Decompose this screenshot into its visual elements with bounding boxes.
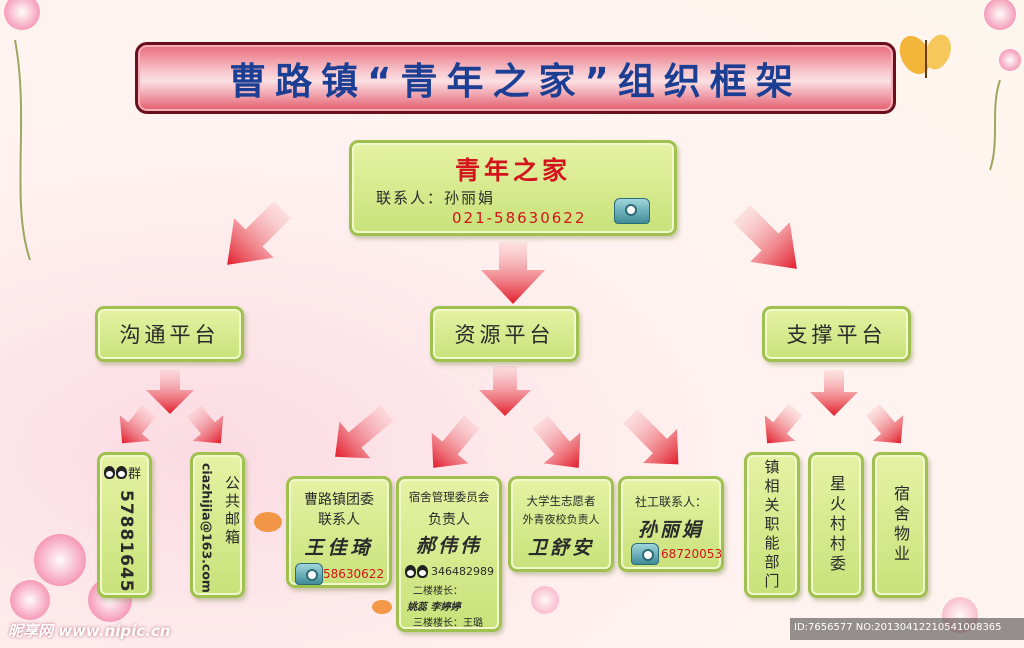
platform-resource: 资源平台 [430, 306, 579, 362]
qq-icon [116, 466, 127, 479]
qq-group-box: 群 57881645 [97, 452, 152, 598]
page-title: 曹路镇“青年之家”组织框架 [229, 60, 802, 103]
watermark-logo: 昵享网 www.nipic.cn [8, 622, 171, 640]
image-id-strip: ID:7656577 NO:20130412210541008365 [790, 618, 1024, 640]
arrow-icon [532, 415, 581, 468]
root-phone: 021-58630622 [452, 209, 587, 227]
support-property-box: 宿舍物业 [872, 452, 928, 598]
qq-group-number: 57881645 [116, 489, 136, 593]
arrow-icon [146, 370, 194, 414]
dorm-committee-box: 宿舍管理委员会 负责人 郝伟伟 346482989 二楼楼长： 姚蕊 李婷婷 三… [396, 476, 502, 632]
root-node: 青年之家 联系人：孙丽娟 021-58630622 [349, 140, 677, 236]
social-worker-box: 社工联系人： 孙丽娟 68720053 [618, 476, 724, 572]
qq-icon [104, 466, 115, 479]
public-email-address: ciazhijia@163.com [199, 463, 215, 593]
telephone-icon [614, 198, 650, 224]
arrow-icon [479, 366, 531, 416]
floor2-names: 姚蕊 李婷婷 [407, 602, 461, 613]
qq-group-label: 群 [104, 463, 141, 482]
arrow-icon [865, 403, 904, 444]
public-email-label: 公共邮箱 [223, 475, 241, 547]
social-worker-name: 孙丽娟 [637, 519, 704, 541]
platform-support: 支撑平台 [762, 306, 911, 362]
platform-communication: 沟通平台 [95, 306, 244, 362]
telephone-icon [631, 543, 659, 565]
arrow-icon [810, 370, 858, 416]
arrow-icon [623, 409, 679, 465]
youth-league-phone: 58630622 [323, 567, 385, 581]
youth-league-box: 曹路镇团委 联系人 王佳琦 58630622 [286, 476, 392, 588]
arrow-icon [481, 242, 545, 304]
support-village-box: 星火村村委 [808, 452, 864, 598]
volunteer-head-name: 卫舒安 [527, 537, 594, 559]
volunteer-head-label: 外青夜校负责人 [522, 513, 600, 526]
youth-league-contact-name: 王佳琦 [304, 537, 374, 559]
dorm-committee-org: 宿舍管理委员会 [408, 490, 490, 504]
volunteer-org: 大学生志愿者 [526, 494, 596, 508]
butterfly-icon [899, 34, 951, 78]
arrow-icon [733, 205, 797, 269]
title-banner: 曹路镇“青年之家”组织框架 [135, 42, 896, 114]
root-contact: 联系人：孙丽娟 [376, 189, 496, 207]
arrow-icon [335, 405, 394, 459]
arrow-icon [227, 201, 291, 265]
floor3-label: 三楼楼长：王璐 [413, 618, 483, 629]
dorm-committee-head-label: 负责人 [428, 512, 470, 528]
arrow-icon [764, 403, 803, 444]
goldfish-icon [254, 512, 392, 614]
qq-icon [417, 565, 428, 578]
public-email-box: ciazhijia@163.com 公共邮箱 [190, 452, 245, 598]
arrow-icon [431, 415, 480, 468]
image-id-text: ID:7656577 NO:20130412210541008365 [794, 622, 1002, 633]
arrow-icon [119, 405, 157, 444]
social-worker-label: 社工联系人： [634, 495, 707, 509]
volunteer-box: 大学生志愿者 外青夜校负责人 卫舒安 [508, 476, 614, 572]
youth-league-contact-label: 联系人 [318, 512, 360, 528]
youth-league-org: 曹路镇团委 [304, 492, 374, 508]
arrow-icon [186, 405, 224, 444]
dorm-qq: 346482989 [405, 565, 494, 578]
qq-icon [405, 565, 416, 578]
social-worker-phone: 68720053 [661, 547, 723, 561]
dorm-committee-head-name: 郝伟伟 [415, 535, 482, 557]
telephone-icon [295, 563, 323, 585]
floor2-label: 二楼楼长： [413, 586, 463, 597]
support-dept-box: 镇相关职能部门 [744, 452, 800, 598]
root-name: 青年之家 [454, 156, 571, 185]
